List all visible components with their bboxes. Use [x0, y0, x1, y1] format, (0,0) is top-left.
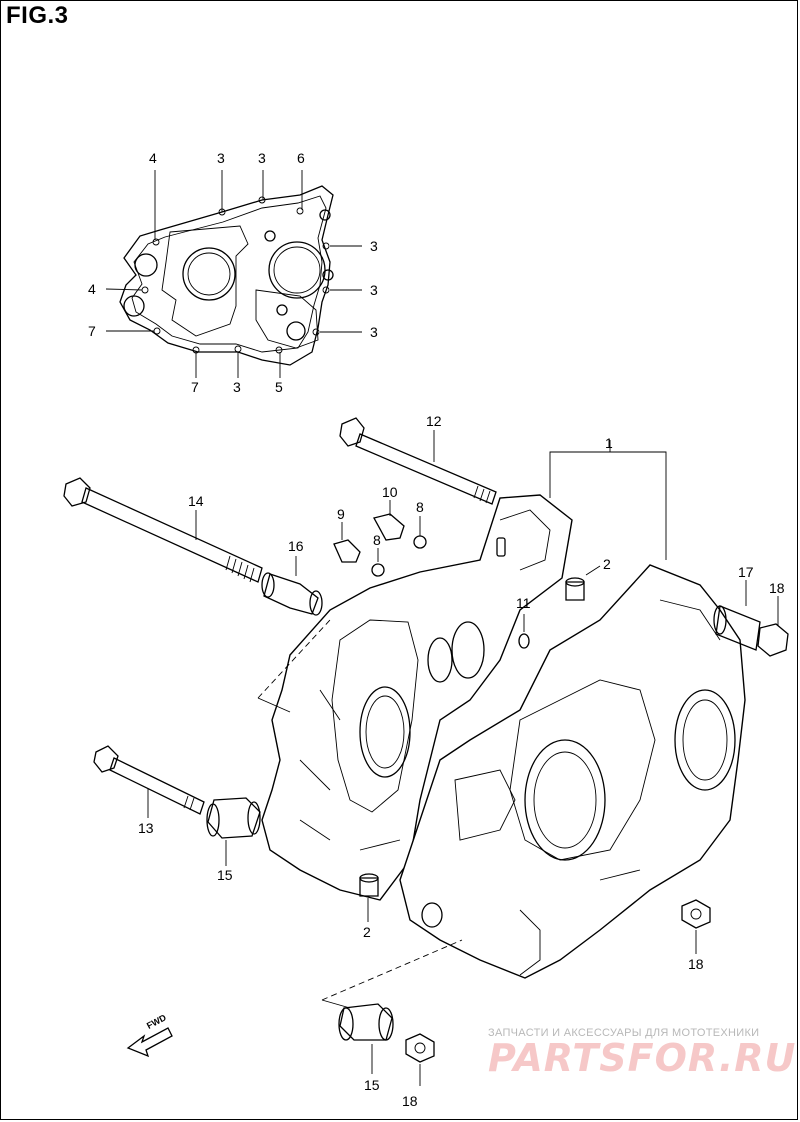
figure-title: FIG.3 — [6, 2, 69, 29]
callout-17: 17 — [738, 564, 754, 580]
nut-18-middle — [681, 899, 711, 929]
callout-7-a: 7 — [88, 323, 96, 339]
callout-15-a: 15 — [217, 867, 233, 883]
callout-4-b: 4 — [88, 281, 96, 297]
nut-18-lower — [405, 1033, 435, 1063]
callout-6: 6 — [297, 150, 305, 166]
callout-labels: 4 3 3 6 3 4 3 7 3 7 3 5 12 1 14 10 8 9 8… — [88, 150, 785, 1109]
callout-15-b: 15 — [364, 1077, 380, 1093]
callout-3-b: 3 — [258, 150, 266, 166]
callout-3-e: 3 — [370, 324, 378, 340]
callout-4-a: 4 — [149, 150, 157, 166]
leader-lines — [105, 170, 779, 1086]
callout-14: 14 — [188, 493, 204, 509]
callout-8-b: 8 — [373, 532, 381, 548]
callout-2-a: 2 — [603, 556, 611, 572]
callout-13: 13 — [138, 820, 154, 836]
fittings-9-10 — [333, 513, 530, 649]
callout-18-c: 18 — [402, 1093, 418, 1109]
callout-12: 12 — [426, 413, 442, 429]
callout-7-b: 7 — [191, 379, 199, 395]
crankcase-bolt-13 — [93, 745, 205, 815]
nut-18-right — [713, 605, 789, 657]
callout-10: 10 — [382, 484, 398, 500]
callout-9: 9 — [337, 506, 345, 522]
bushing-15-lower — [338, 1003, 394, 1041]
fwd-direction-arrow — [126, 1027, 173, 1058]
callout-3-f: 3 — [233, 379, 241, 395]
dowel-pins — [359, 577, 585, 897]
bushing-15-upper — [206, 797, 261, 839]
callout-18-b: 18 — [688, 956, 704, 972]
callout-18-a: 18 — [769, 580, 785, 596]
callout-8-a: 8 — [416, 499, 424, 515]
callout-2-b: 2 — [363, 924, 371, 940]
crankcase-left-half — [261, 494, 573, 901]
crankcase-gasket — [119, 185, 334, 366]
callout-16: 16 — [288, 538, 304, 554]
callout-5: 5 — [275, 379, 283, 395]
callout-3-a: 3 — [217, 150, 225, 166]
callout-3-c: 3 — [370, 238, 378, 254]
watermark-logo: PARTSFOR.RU — [488, 1036, 797, 1080]
callout-1: 1 — [605, 435, 613, 451]
watermark-tagline: ЗАПЧАСТИ И АКСЕССУАРЫ ДЛЯ МОТОТЕХНИКИ — [488, 1027, 760, 1039]
bushing-16 — [261, 572, 323, 616]
crankcase-right-half — [399, 564, 746, 979]
crankcase-bolt-12 — [339, 417, 497, 505]
crankcase-bolt-14 — [63, 477, 263, 583]
callout-11: 11 — [516, 595, 531, 611]
callout-3-d: 3 — [370, 282, 378, 298]
